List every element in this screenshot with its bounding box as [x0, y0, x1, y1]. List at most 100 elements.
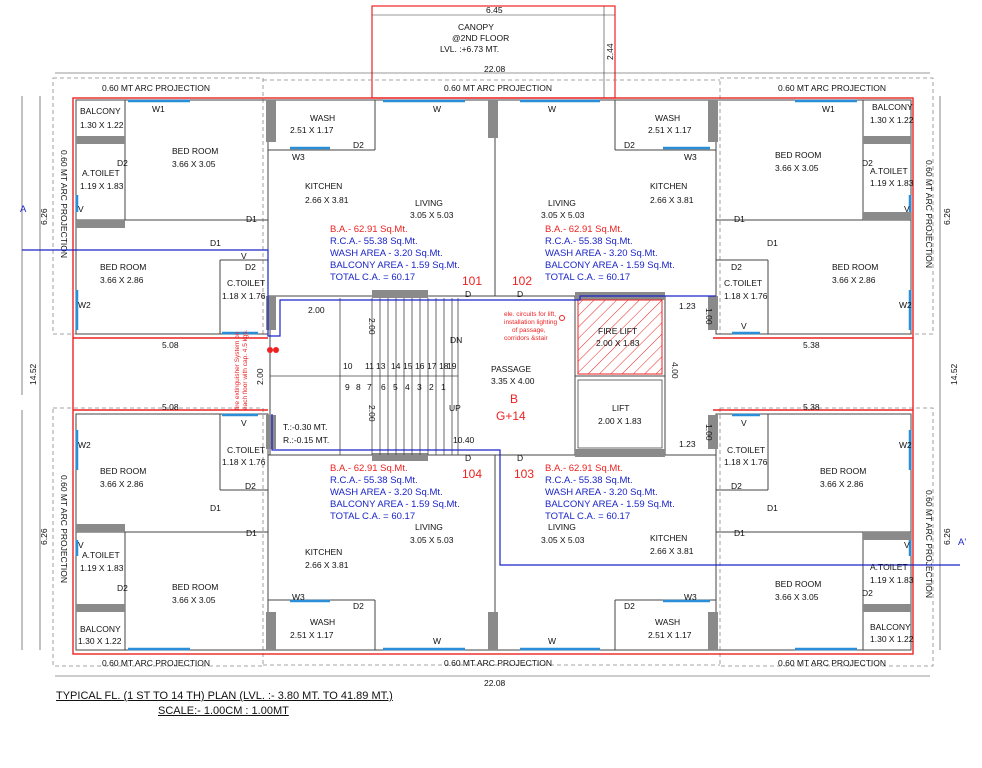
bedroom-label: BED ROOM — [172, 146, 218, 156]
overall-height-left: 14.52 — [28, 363, 38, 385]
fire-lift-shaft — [577, 299, 663, 375]
area-balcony: BALCONY AREA - 1.59 Sq.Mt. — [330, 260, 460, 271]
stair-num-13: 13 — [376, 361, 386, 371]
section-a: A — [20, 204, 27, 215]
bedroom-label: BED ROOM — [775, 579, 821, 589]
stair-num-11: 11 — [365, 361, 374, 371]
area-wash: WASH AREA - 3.20 Sq.Mt. — [330, 248, 443, 259]
balcony-dim: 1.30 X 1.22 — [870, 115, 914, 125]
wing-height-lb: 6.26 — [39, 528, 49, 545]
elec-note-4: corridors &stair — [504, 335, 549, 342]
area-total: TOTAL C.A. = 60.17 — [330, 272, 415, 283]
area-block-104: B.A.- 62.91 Sq.Mt. R.C.A.- 55.38 Sq.Mt. … — [330, 463, 482, 522]
projection-bot-mid: 0.60 MT ARC PROJECTION — [444, 658, 552, 668]
lift-h-bot: 1.00 — [704, 424, 714, 441]
area-ba: B.A.- 62.91 Sq.Mt. — [545, 224, 623, 235]
fire-note-1: fire extinguisher System on — [234, 331, 241, 410]
lift-gap-bot: 1.23 — [679, 439, 696, 449]
w-label: W — [433, 104, 441, 114]
area-total: TOTAL C.A. = 60.17 — [545, 511, 630, 522]
area-ba: B.A.- 62.91 Sq.Mt. — [330, 463, 408, 474]
area-block-101: B.A.- 62.91 Sq.Mt. R.C.A.- 55.38 Sq.Mt. … — [330, 224, 482, 288]
d1-label: D1 — [767, 503, 778, 513]
v-label: V — [741, 418, 747, 428]
d2-label: D2 — [353, 140, 364, 150]
stair-num-9: 9 — [345, 382, 350, 392]
d1-label: D1 — [734, 214, 745, 224]
ctoilet-dim: 1.18 X 1.76 — [222, 291, 266, 301]
overall-width-top: 22.08 — [484, 64, 506, 74]
stair-num-18: 18 — [439, 361, 449, 371]
projection-top-mid: 0.60 MT ARC PROJECTION — [444, 83, 552, 93]
balcony-label: BALCONY — [870, 622, 911, 632]
stair-num-17: 17 — [427, 361, 437, 371]
bedroom-label: BED ROOM — [775, 150, 821, 160]
wash-label: WASH — [655, 617, 680, 627]
passage-label: PASSAGE — [491, 364, 531, 374]
area-total: TOTAL C.A. = 60.17 — [545, 272, 630, 283]
bedroom-dim: 3.66 X 3.05 — [775, 163, 819, 173]
flat-101-label: 101 — [462, 274, 482, 288]
kitchen-label: KITCHEN — [650, 181, 687, 191]
flat-102-label: 102 — [512, 274, 532, 288]
area-block-103: B.A.- 62.91 Sq.Mt. R.C.A.- 55.38 Sq.Mt. … — [514, 463, 675, 522]
lobby-width: 10.40 — [453, 435, 475, 445]
fire-extinguisher-icon-2 — [273, 347, 279, 353]
atoilet-dim: 1.19 X 1.83 — [870, 178, 914, 188]
elec-note-1: ele. circuits for lift, — [504, 311, 556, 318]
stair-width: 2.00 — [308, 305, 325, 315]
d2-label: D2 — [731, 262, 742, 272]
area-ba: B.A.- 62.91 Sq.Mt. — [545, 463, 623, 474]
living-dim: 3.05 X 5.03 — [410, 535, 454, 545]
d-label: D — [465, 453, 471, 463]
bedroom-label: BED ROOM — [100, 466, 146, 476]
bedroom-dim: 3.66 X 2.86 — [100, 479, 144, 489]
kitchen-label: KITCHEN — [650, 533, 687, 543]
wing-height-rt: 6.26 — [942, 208, 952, 225]
w1-label: W1 — [152, 104, 165, 114]
passage-height: 4.00 — [670, 362, 680, 379]
canopy-height: 2.44 — [605, 43, 615, 60]
living-label: LIVING — [415, 522, 443, 532]
v-label: V — [904, 540, 910, 550]
d2-label: D2 — [624, 140, 635, 150]
atoilet-dim: 1.19 X 1.83 — [870, 575, 914, 585]
fire-lift-label: FIRE LIFT — [598, 326, 637, 336]
plan-scale: SCALE:- 1.00CM : 1.00MT — [158, 705, 289, 717]
d2-label: D2 — [117, 158, 128, 168]
w2-label: W2 — [899, 440, 912, 450]
stair-num-4: 4 — [405, 382, 410, 392]
d2-label: D2 — [245, 481, 256, 491]
wash-label: WASH — [655, 113, 680, 123]
bedroom-label: BED ROOM — [820, 466, 866, 476]
w2-label: W2 — [78, 440, 91, 450]
atoilet-label: A.TOILET — [82, 168, 120, 178]
living-label: LIVING — [548, 198, 576, 208]
bedroom-dim: 3.66 X 2.86 — [820, 479, 864, 489]
atoilet-label: A.TOILET — [82, 550, 120, 560]
stair-num-10: 10 — [343, 361, 353, 371]
balcony-label: BALCONY — [872, 102, 913, 112]
wing-height-lt: 6.26 — [39, 208, 49, 225]
living-dim: 3.05 X 5.03 — [541, 535, 585, 545]
bedroom-dim: 3.66 X 2.86 — [100, 275, 144, 285]
w-label: W — [548, 104, 556, 114]
d1-label: D1 — [734, 528, 745, 538]
fire-lift-dim: 2.00 X 1.83 — [596, 338, 640, 348]
lift-dim: 2.00 X 1.83 — [598, 416, 642, 426]
v-label: V — [78, 204, 84, 214]
atoilet-label: A.TOILET — [870, 166, 908, 176]
fire-extinguisher-icon — [267, 347, 273, 353]
d2-label: D2 — [117, 583, 128, 593]
v-label: V — [241, 418, 247, 428]
kitchen-dim: 2.66 X 3.81 — [650, 546, 694, 556]
d-label: D — [517, 453, 523, 463]
living-dim: 3.05 X 5.03 — [541, 210, 585, 220]
fire-note-2: each floor with cap. 4.5 kgs. — [242, 329, 249, 410]
landing-width: 2.00 — [255, 368, 265, 385]
wash-dim: 2.51 X 1.17 — [648, 630, 692, 640]
elec-point-icon — [559, 315, 565, 321]
projection-left-bot: 0.60 MT ARC PROJECTION — [59, 475, 69, 583]
d2-label: D2 — [731, 481, 742, 491]
